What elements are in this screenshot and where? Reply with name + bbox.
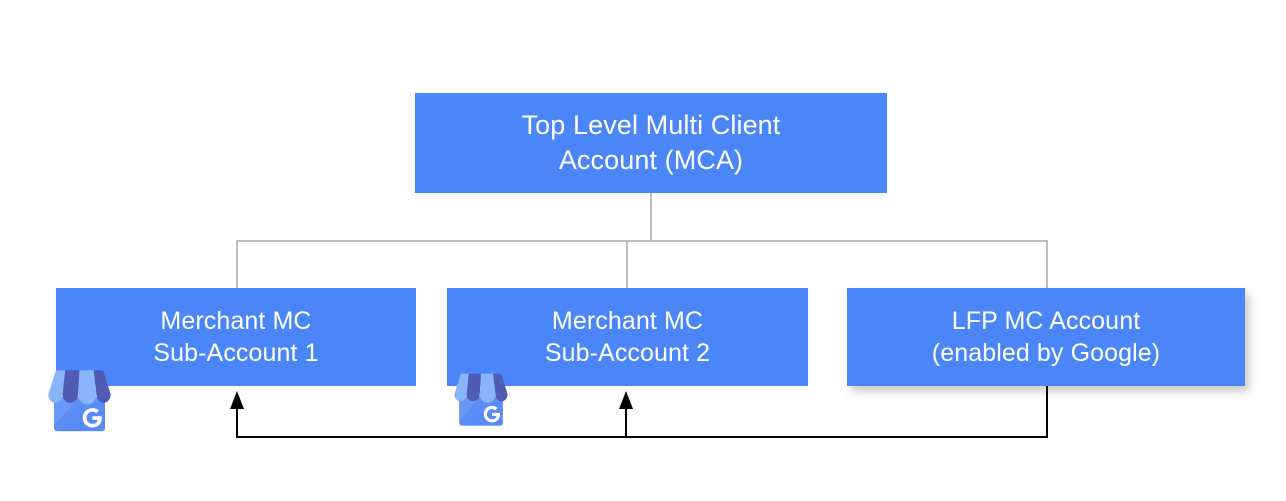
feedback-line-from-lfp <box>1046 386 1048 438</box>
connector-drop-sub-account-1 <box>236 240 238 290</box>
google-my-business-storefront-glyph <box>454 373 508 426</box>
google-my-business-storefront-icon <box>450 370 512 428</box>
node-merchant-mc-sub-account-2-label: Merchant MC Sub-Account 2 <box>544 307 711 367</box>
feedback-line-to-sub-account-2 <box>625 398 627 437</box>
connector-mca-trunk <box>650 193 652 242</box>
google-my-business-storefront-glyph <box>48 370 111 432</box>
connector-horizontal-bus <box>236 240 1048 242</box>
node-merchant-mc-sub-account-2[interactable]: Merchant MC Sub-Account 2 <box>447 288 808 386</box>
arrow-head-to-sub-account-1-icon <box>230 391 244 409</box>
connector-drop-sub-account-2 <box>626 240 628 290</box>
node-top-level-mca-label: Top Level Multi Client Account (MCA) <box>521 110 781 175</box>
feedback-line-horizontal <box>236 436 1048 438</box>
arrow-head-to-sub-account-2-icon <box>619 391 633 409</box>
google-my-business-storefront-icon <box>43 366 116 434</box>
node-merchant-mc-sub-account-1-label: Merchant MC Sub-Account 1 <box>153 307 319 367</box>
node-lfp-mc-account[interactable]: LFP MC Account (enabled by Google) <box>847 288 1245 386</box>
node-top-level-mca[interactable]: Top Level Multi Client Account (MCA) <box>415 93 887 193</box>
connector-drop-lfp-account <box>1046 240 1048 290</box>
node-merchant-mc-sub-account-1[interactable]: Merchant MC Sub-Account 1 <box>56 288 416 386</box>
node-lfp-mc-account-label: LFP MC Account (enabled by Google) <box>931 307 1161 367</box>
feedback-line-to-sub-account-1 <box>236 398 238 437</box>
